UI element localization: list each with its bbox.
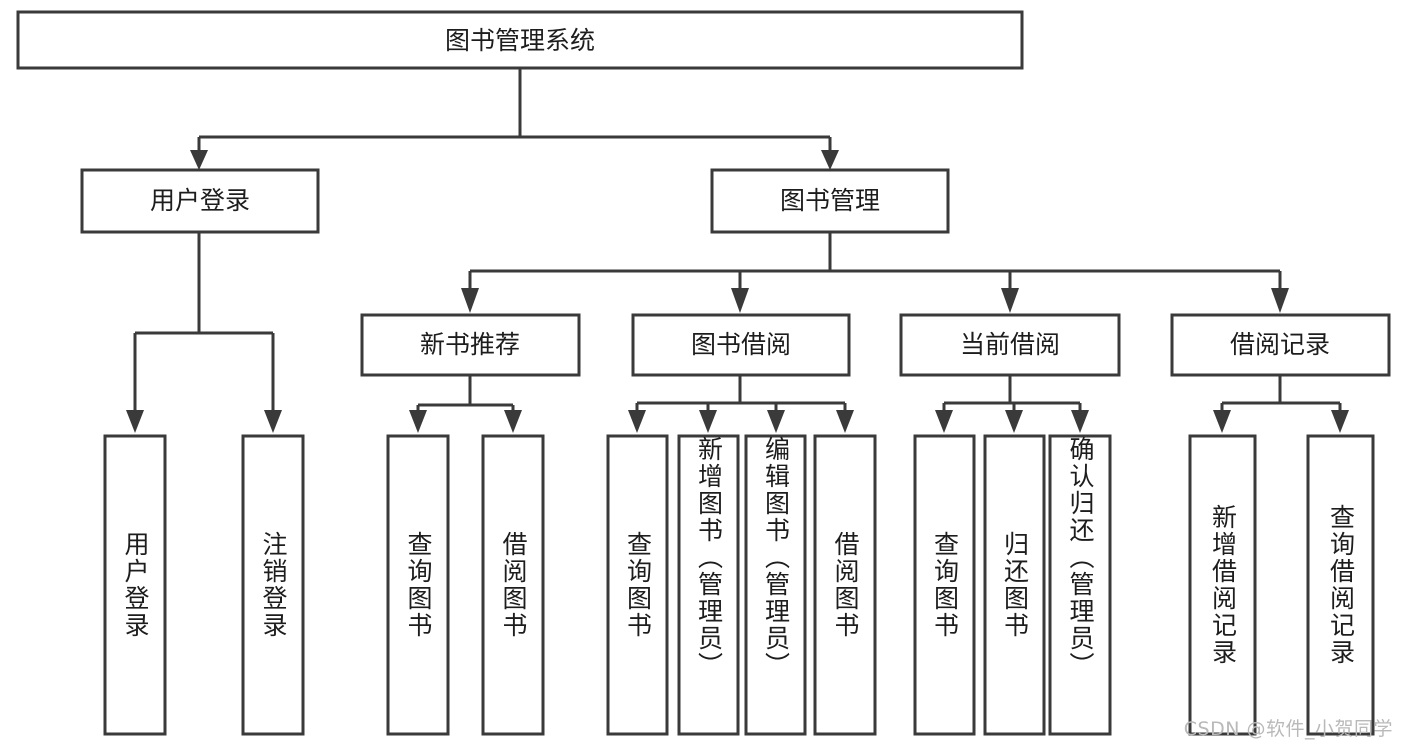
arrowhead-leaf-borrow-book-1 [504, 410, 522, 433]
arrowhead-leaf-query-book-2 [628, 410, 646, 433]
node-root-system-label: 图书管理系统 [445, 26, 595, 55]
arrowhead-user-login [190, 150, 208, 170]
csdn-watermark: CSDN @软件_小贺同学 [1183, 718, 1393, 740]
node-book-borrowing-label: 图书借阅 [691, 330, 791, 359]
node-new-book-recommend[interactable]: 新书推荐 [360, 313, 581, 377]
arrowhead-leaf-return-book [1005, 410, 1023, 433]
arrowhead-leaf-add-record [1213, 410, 1231, 433]
leaf-box-query-book-borrow[interactable] [606, 434, 669, 736]
leaf-box-user-login[interactable] [103, 434, 167, 736]
node-borrowing-records-box[interactable] [1170, 313, 1391, 377]
node-current-borrowing-box[interactable] [899, 313, 1121, 377]
node-book-management-label: 图书管理 [780, 186, 880, 215]
node-root-system-box[interactable] [16, 10, 1024, 70]
leaf-box-query-book-newrec[interactable] [386, 434, 450, 736]
node-current-borrowing[interactable]: 当前借阅 [899, 313, 1121, 377]
leaf-box-query-book-current[interactable] [913, 434, 976, 736]
arrowhead-borrow-record [1271, 288, 1289, 313]
arrowhead-current-borrow [1001, 288, 1019, 313]
arrowhead-book-manage [821, 150, 839, 170]
leaf-box-borrow-book-newrec[interactable] [481, 434, 545, 736]
arrowhead-leaf-logout [264, 410, 282, 433]
node-borrowing-records[interactable]: 借阅记录 [1170, 313, 1391, 377]
node-user-login-label: 用户登录 [150, 186, 250, 215]
arrowhead-leaf-confirm-return [1071, 410, 1089, 433]
leaf-box-borrow-book[interactable] [813, 434, 877, 736]
node-new-book-recommend-label: 新书推荐 [420, 330, 520, 359]
arrowhead-leaf-borrow-book-2 [836, 410, 854, 433]
arrowhead-new-book-rec [461, 288, 479, 313]
node-borrowing-records-label: 借阅记录 [1230, 330, 1330, 359]
leaf-box-edit-book-admin[interactable] [744, 434, 807, 736]
node-new-book-recommend-box[interactable] [360, 313, 581, 377]
node-current-borrowing-label: 当前借阅 [960, 330, 1060, 359]
node-root-system[interactable]: 图书管理系统 [16, 10, 1024, 70]
leaf-box-return-book[interactable] [983, 434, 1046, 736]
arrowhead-leaf-query-record [1331, 410, 1349, 433]
arrowhead-leaf-query-book-1 [409, 410, 427, 433]
leaf-box-confirm-return-admin[interactable] [1048, 434, 1112, 736]
leaf-box-layer [103, 434, 1375, 736]
arrowhead-leaf-edit-book [767, 410, 785, 433]
node-user-login[interactable]: 用户登录 [80, 168, 320, 234]
connector-layer [126, 68, 1349, 433]
node-book-borrowing-box[interactable] [631, 313, 851, 377]
node-book-borrowing[interactable]: 图书借阅 [631, 313, 851, 377]
leaf-box-logout[interactable] [241, 434, 305, 736]
node-book-management-box[interactable] [710, 168, 950, 234]
leaf-box-add-book-admin[interactable] [677, 434, 740, 736]
arrowhead-leaf-user-login [126, 410, 144, 433]
node-user-login-box[interactable] [80, 168, 320, 234]
arrowhead-book-borrow [731, 288, 749, 313]
leaf-box-add-borrow-record[interactable] [1188, 434, 1257, 736]
arrowhead-leaf-query-book-3 [935, 410, 953, 433]
arrowhead-leaf-add-book [699, 410, 717, 433]
leaf-box-query-borrow-record[interactable] [1306, 434, 1375, 736]
node-book-management[interactable]: 图书管理 [710, 168, 950, 234]
